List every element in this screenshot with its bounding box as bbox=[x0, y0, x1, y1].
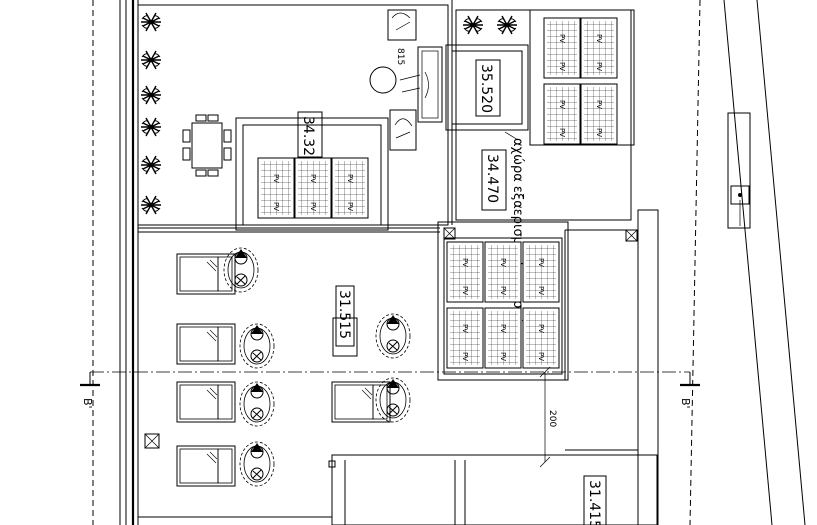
pv-array-central bbox=[437, 221, 569, 381]
pv-array-top bbox=[543, 17, 618, 145]
site-boundary bbox=[92, 0, 806, 525]
pv-panel-label: PV bbox=[499, 352, 507, 361]
pv-panel-label: PV bbox=[595, 34, 603, 43]
section-mark-right: B' bbox=[679, 398, 692, 409]
pv-panel-label: PV bbox=[461, 286, 469, 295]
pergola-area: 34.320 bbox=[235, 111, 389, 231]
pv-panel-label: PV bbox=[558, 128, 566, 137]
dimension-label: 200 bbox=[547, 410, 557, 427]
pv-panel-label: PV bbox=[346, 174, 354, 183]
pv-panel-label: PV bbox=[309, 174, 317, 183]
pv-panel-label: PV bbox=[558, 34, 566, 43]
pv-panel-label: PV bbox=[537, 258, 545, 267]
pv-panel-label: PV bbox=[595, 100, 603, 109]
pv-panel-label: PV bbox=[558, 100, 566, 109]
upper-roof-block: 35.520 34.470 αχώρα εξαερισμού/ανεμιστήρ… bbox=[445, 44, 529, 349]
level-pergola: 34.320 bbox=[300, 116, 316, 165]
dimension-200: 200 bbox=[539, 366, 557, 468]
pv-panel-label: PV bbox=[461, 352, 469, 361]
pv-panel-label: PV bbox=[499, 286, 507, 295]
dining-table bbox=[182, 114, 232, 177]
pv-panel-label: PV bbox=[595, 62, 603, 71]
level-roof-upper: 34.470 bbox=[484, 154, 500, 203]
pv-panel-label: PV bbox=[537, 324, 545, 333]
lower-level-tag: 31.415 bbox=[583, 475, 607, 525]
pv-panel-label: PV bbox=[537, 352, 545, 361]
level-terrace: 31.515 bbox=[336, 290, 352, 339]
pv-panel-label: PV bbox=[272, 174, 280, 183]
pv-panel-label: PV bbox=[537, 286, 545, 295]
building-walls bbox=[119, 0, 659, 525]
pv-panel-label: PV bbox=[272, 202, 280, 211]
pv-panel-label: PV bbox=[499, 324, 507, 333]
vent-boxes bbox=[144, 227, 638, 449]
pv-panel-label: PV bbox=[558, 62, 566, 71]
level-roof-top: 35.520 bbox=[478, 64, 494, 113]
pv-panel-label: PV bbox=[461, 324, 469, 333]
pv-panel-label: PV bbox=[461, 258, 469, 267]
level-lower: 31.415 bbox=[586, 480, 602, 525]
lounge-seating: 815 bbox=[369, 9, 443, 151]
stair-mark-label: 815 bbox=[395, 48, 405, 65]
pv-panel-label: PV bbox=[595, 128, 603, 137]
pv-panel-label: PV bbox=[309, 202, 317, 211]
pv-panel-label: PV bbox=[499, 258, 507, 267]
sun-loungers: 31.515 bbox=[176, 247, 411, 487]
pv-panel-label: PV bbox=[346, 202, 354, 211]
section-line: B' B' bbox=[80, 371, 700, 409]
exterior-fixture bbox=[727, 112, 751, 229]
section-mark-left: B' bbox=[81, 398, 94, 409]
